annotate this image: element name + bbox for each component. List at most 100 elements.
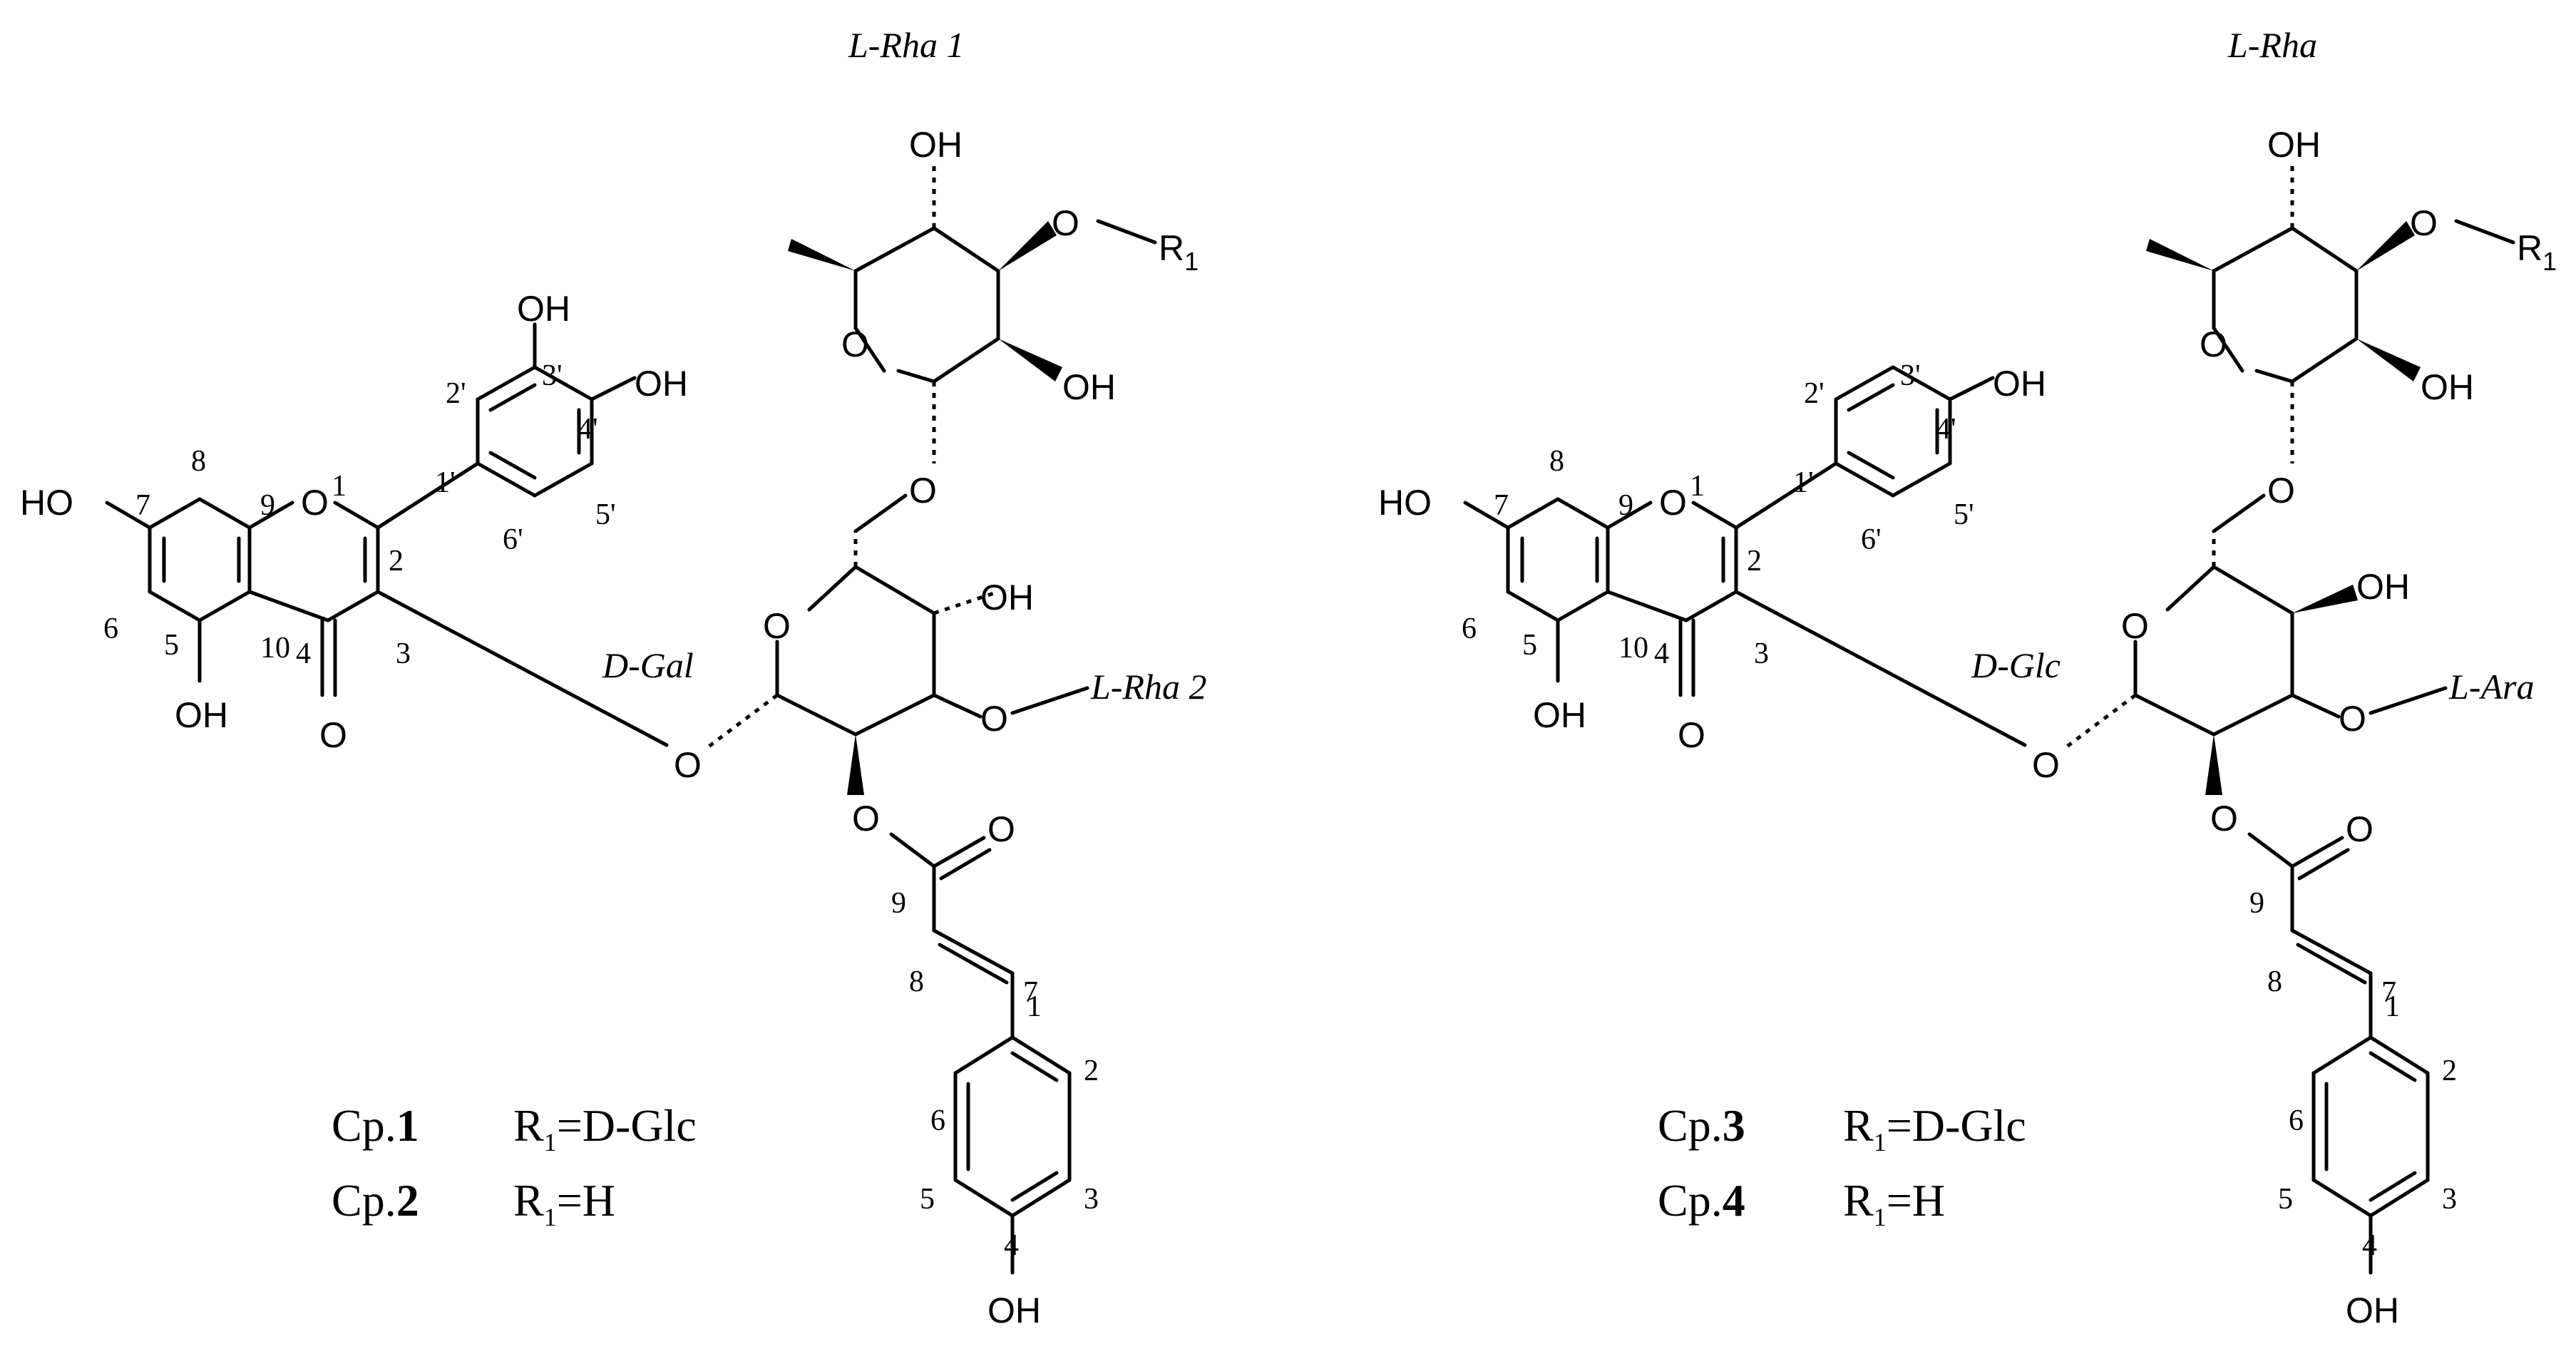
compound-1-caption: Cp.1 [332, 1100, 419, 1151]
svg-text:8: 8 [191, 445, 206, 478]
svg-text:5: 5 [2278, 1183, 2293, 1216]
svg-text:5': 5' [595, 498, 616, 531]
svg-text:OH: OH [1993, 364, 2046, 404]
svg-text:9: 9 [260, 489, 275, 522]
svg-text:2': 2' [446, 377, 466, 410]
right-ring-numbers: 1 2 3 4 5 6 7 8 9 10 1' 2' 3' 4' 5' 6' 1… [1462, 359, 2457, 1262]
svg-text:7: 7 [135, 489, 150, 522]
atom-ho-7: HO [20, 483, 73, 523]
atom-oh-gal-4: OH [980, 578, 1034, 617]
svg-text:1: 1 [2385, 990, 2400, 1023]
svg-text:HO: HO [1378, 483, 1432, 523]
svg-text:OH: OH [2356, 567, 2410, 607]
compound-captions-left: Cp.1 R1=D-Glc Cp.2 R1=H [332, 1100, 697, 1231]
svg-text:9: 9 [891, 887, 906, 920]
svg-text:6': 6' [503, 523, 523, 556]
atom-o-ester-carbonyl: O [987, 809, 1015, 849]
svg-text:10: 10 [1618, 632, 1648, 665]
structure-left: HO OH O O OH OH O O OH O O O O O OH O R1… [20, 25, 1207, 1330]
svg-text:3': 3' [542, 359, 563, 392]
svg-text:O: O [1678, 715, 1705, 755]
svg-text:2: 2 [1747, 545, 1762, 578]
svg-text:6: 6 [930, 1104, 945, 1137]
svg-text:O: O [2200, 324, 2227, 364]
compound-4-caption: Cp.4 [1658, 1175, 1745, 1226]
left-ring-numbers: 1 2 3 4 5 6 7 8 9 10 1' 2' 3' 4' 5' 6' 1… [103, 359, 1099, 1262]
b-ring-bonds [376, 322, 637, 530]
c-ring-bonds [247, 501, 380, 697]
right-atom-labels: HO OH O O OH O O OH O O O O O OH O R1 OH… [1378, 125, 2557, 1330]
svg-text:1': 1' [435, 466, 456, 499]
svg-text:OH: OH [1533, 695, 1586, 735]
atom-oh-rha-low: OH [1062, 367, 1116, 407]
atom-oh-5: OH [175, 695, 228, 735]
coumaroyl-bonds-right [2247, 832, 2430, 1275]
svg-text:OH: OH [2267, 125, 2321, 165]
b-ring-bonds-right [1734, 365, 1995, 530]
atom-r1: R1 [1159, 228, 1199, 276]
svg-text:2: 2 [2442, 1055, 2457, 1087]
svg-text:7: 7 [2381, 976, 2396, 1009]
svg-text:O: O [2210, 799, 2238, 838]
svg-text:5: 5 [164, 629, 179, 662]
svg-text:4: 4 [2362, 1229, 2377, 1262]
svg-text:8: 8 [909, 965, 924, 998]
svg-text:O: O [1659, 483, 1687, 523]
compound-4-r: R1=H [1843, 1175, 1945, 1231]
svg-text:O: O [2121, 606, 2149, 646]
structure-right: HO OH O O OH O O OH O O O O O OH O R1 OH… [1378, 25, 2557, 1330]
compound-captions-right: Cp.3 R1=D-Glc Cp.4 R1=H [1658, 1100, 2026, 1231]
sugar-mid-label-left: D-Gal [602, 645, 694, 685]
atom-o-gal-ring: O [763, 606, 791, 646]
svg-text:O: O [2346, 809, 2374, 849]
compound-3-r: R1=D-Glc [1843, 1100, 2026, 1156]
atom-oh-rha-top: OH [909, 125, 963, 165]
atom-o-gal-3: O [980, 699, 1008, 739]
svg-text:4: 4 [1004, 1229, 1019, 1262]
c-ring-bonds-right [1606, 501, 1738, 697]
svg-text:2': 2' [1804, 377, 1825, 410]
svg-text:O: O [2267, 471, 2295, 511]
glycosidic-bond [376, 590, 669, 747]
atom-o-carbonyl: O [319, 715, 347, 755]
svg-text:10: 10 [260, 632, 290, 665]
svg-text:OH: OH [2421, 367, 2474, 407]
atom-o-1: O [301, 483, 329, 523]
rha-ring-bonds [788, 164, 1157, 463]
coumaroyl-bonds [889, 832, 1072, 1275]
sugar-top-label-right: L-Rha [2227, 25, 2317, 65]
sugar-sub-label-left: L-Rha 2 [1090, 667, 1207, 707]
atom-oh-coumaroyl: OH [987, 1291, 1041, 1330]
svg-text:1: 1 [1690, 470, 1705, 503]
svg-text:O: O [2410, 203, 2438, 243]
atom-o-ester: O [852, 799, 880, 838]
svg-text:4': 4' [578, 413, 598, 446]
sugar-sub-label-right: L-Ara [2448, 667, 2534, 707]
svg-text:O: O [2032, 745, 2060, 785]
svg-text:3: 3 [1084, 1183, 1099, 1216]
a-ring-bonds-right [1463, 497, 1610, 683]
compound-1-r: R1=D-Glc [513, 1100, 697, 1156]
svg-text:3: 3 [396, 637, 411, 670]
atom-o-rha-r: O [1052, 203, 1079, 243]
atom-o-rha-ring: O [841, 324, 869, 364]
rha-ring-bonds-right [2146, 164, 2515, 463]
svg-text:OH: OH [2346, 1291, 2399, 1330]
svg-text:3: 3 [2442, 1183, 2457, 1216]
glc-ring-bonds [2063, 493, 2358, 795]
sugar-top-label-left: L-Rha 1 [848, 25, 965, 65]
svg-text:1: 1 [332, 470, 347, 503]
bond-to-sugar-sub-left [1010, 686, 1089, 715]
svg-text:O: O [2339, 699, 2366, 739]
left-atom-labels: HO OH O O OH OH O O OH O O O O O OH O R1… [20, 125, 1199, 1330]
svg-text:9: 9 [2249, 887, 2264, 920]
svg-text:6: 6 [1462, 612, 1477, 645]
svg-text:5: 5 [1522, 629, 1537, 662]
bond-to-sugar-sub-right [2369, 686, 2448, 715]
svg-text:4: 4 [1654, 637, 1669, 670]
compound-2-r: R1=H [513, 1175, 615, 1231]
svg-text:1: 1 [1027, 990, 1042, 1023]
svg-text:R1: R1 [2517, 228, 2557, 276]
